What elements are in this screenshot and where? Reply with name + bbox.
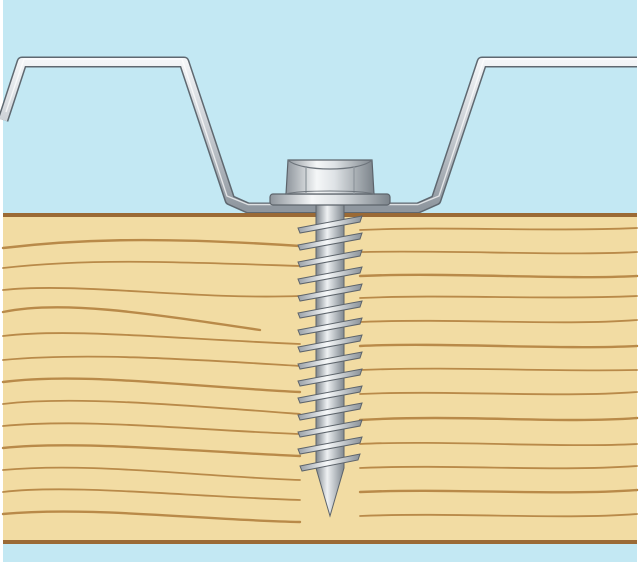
screw-thread xyxy=(297,232,363,251)
screw-thread xyxy=(297,300,363,319)
wood-grain-line xyxy=(2,399,301,415)
screw-thread xyxy=(297,385,363,404)
wood-grain-line xyxy=(1,305,262,332)
metal-roof-panel xyxy=(0,56,637,214)
screw-thread xyxy=(297,368,363,387)
screw-thread xyxy=(297,351,363,370)
wood-grain-line xyxy=(359,319,638,324)
wood-grain-line xyxy=(359,441,638,447)
screw-thread xyxy=(297,419,363,438)
screw-thread xyxy=(297,436,363,455)
wood-grain-line xyxy=(359,367,638,372)
wood-grain-line xyxy=(1,377,302,394)
left-border xyxy=(0,0,3,562)
screw-washer xyxy=(269,193,391,206)
wood-grain-line xyxy=(2,422,301,435)
screw-threads xyxy=(297,215,363,472)
wood-grain xyxy=(1,227,639,524)
wood-grain-line xyxy=(358,343,639,349)
wood-grain-line xyxy=(359,250,638,255)
wood-grain-line xyxy=(2,332,301,345)
wood-grain-line xyxy=(359,513,638,518)
wood-grain-line xyxy=(1,444,302,458)
wood-grain-line xyxy=(359,465,638,470)
wood-grain-line xyxy=(1,510,302,524)
wood-grain-line xyxy=(2,355,301,367)
wood-grain-line xyxy=(1,238,302,250)
screw-thread xyxy=(297,266,363,285)
wood-grain-line xyxy=(358,273,639,279)
wood-grain-line xyxy=(2,260,301,269)
screw-thread xyxy=(297,283,363,302)
wood-grain-line xyxy=(359,295,638,299)
screw-thread xyxy=(297,317,363,336)
wood-grain-line xyxy=(2,488,301,501)
right-border xyxy=(637,0,640,562)
screw-thread xyxy=(297,249,363,268)
hex-washer-head-screw xyxy=(269,159,391,518)
screw-thread xyxy=(297,334,363,353)
wood-bottom-edge xyxy=(3,540,637,544)
wood-grain-line xyxy=(2,287,301,298)
wood-grain-line xyxy=(358,488,639,494)
wood-grain-line xyxy=(359,227,638,231)
wood-grain-line xyxy=(2,466,301,481)
screw-thread xyxy=(299,453,361,472)
screw-thread xyxy=(297,402,363,421)
screw-thread xyxy=(297,215,363,234)
wood-grain-line xyxy=(359,391,638,396)
wood-grain-line xyxy=(358,416,639,422)
